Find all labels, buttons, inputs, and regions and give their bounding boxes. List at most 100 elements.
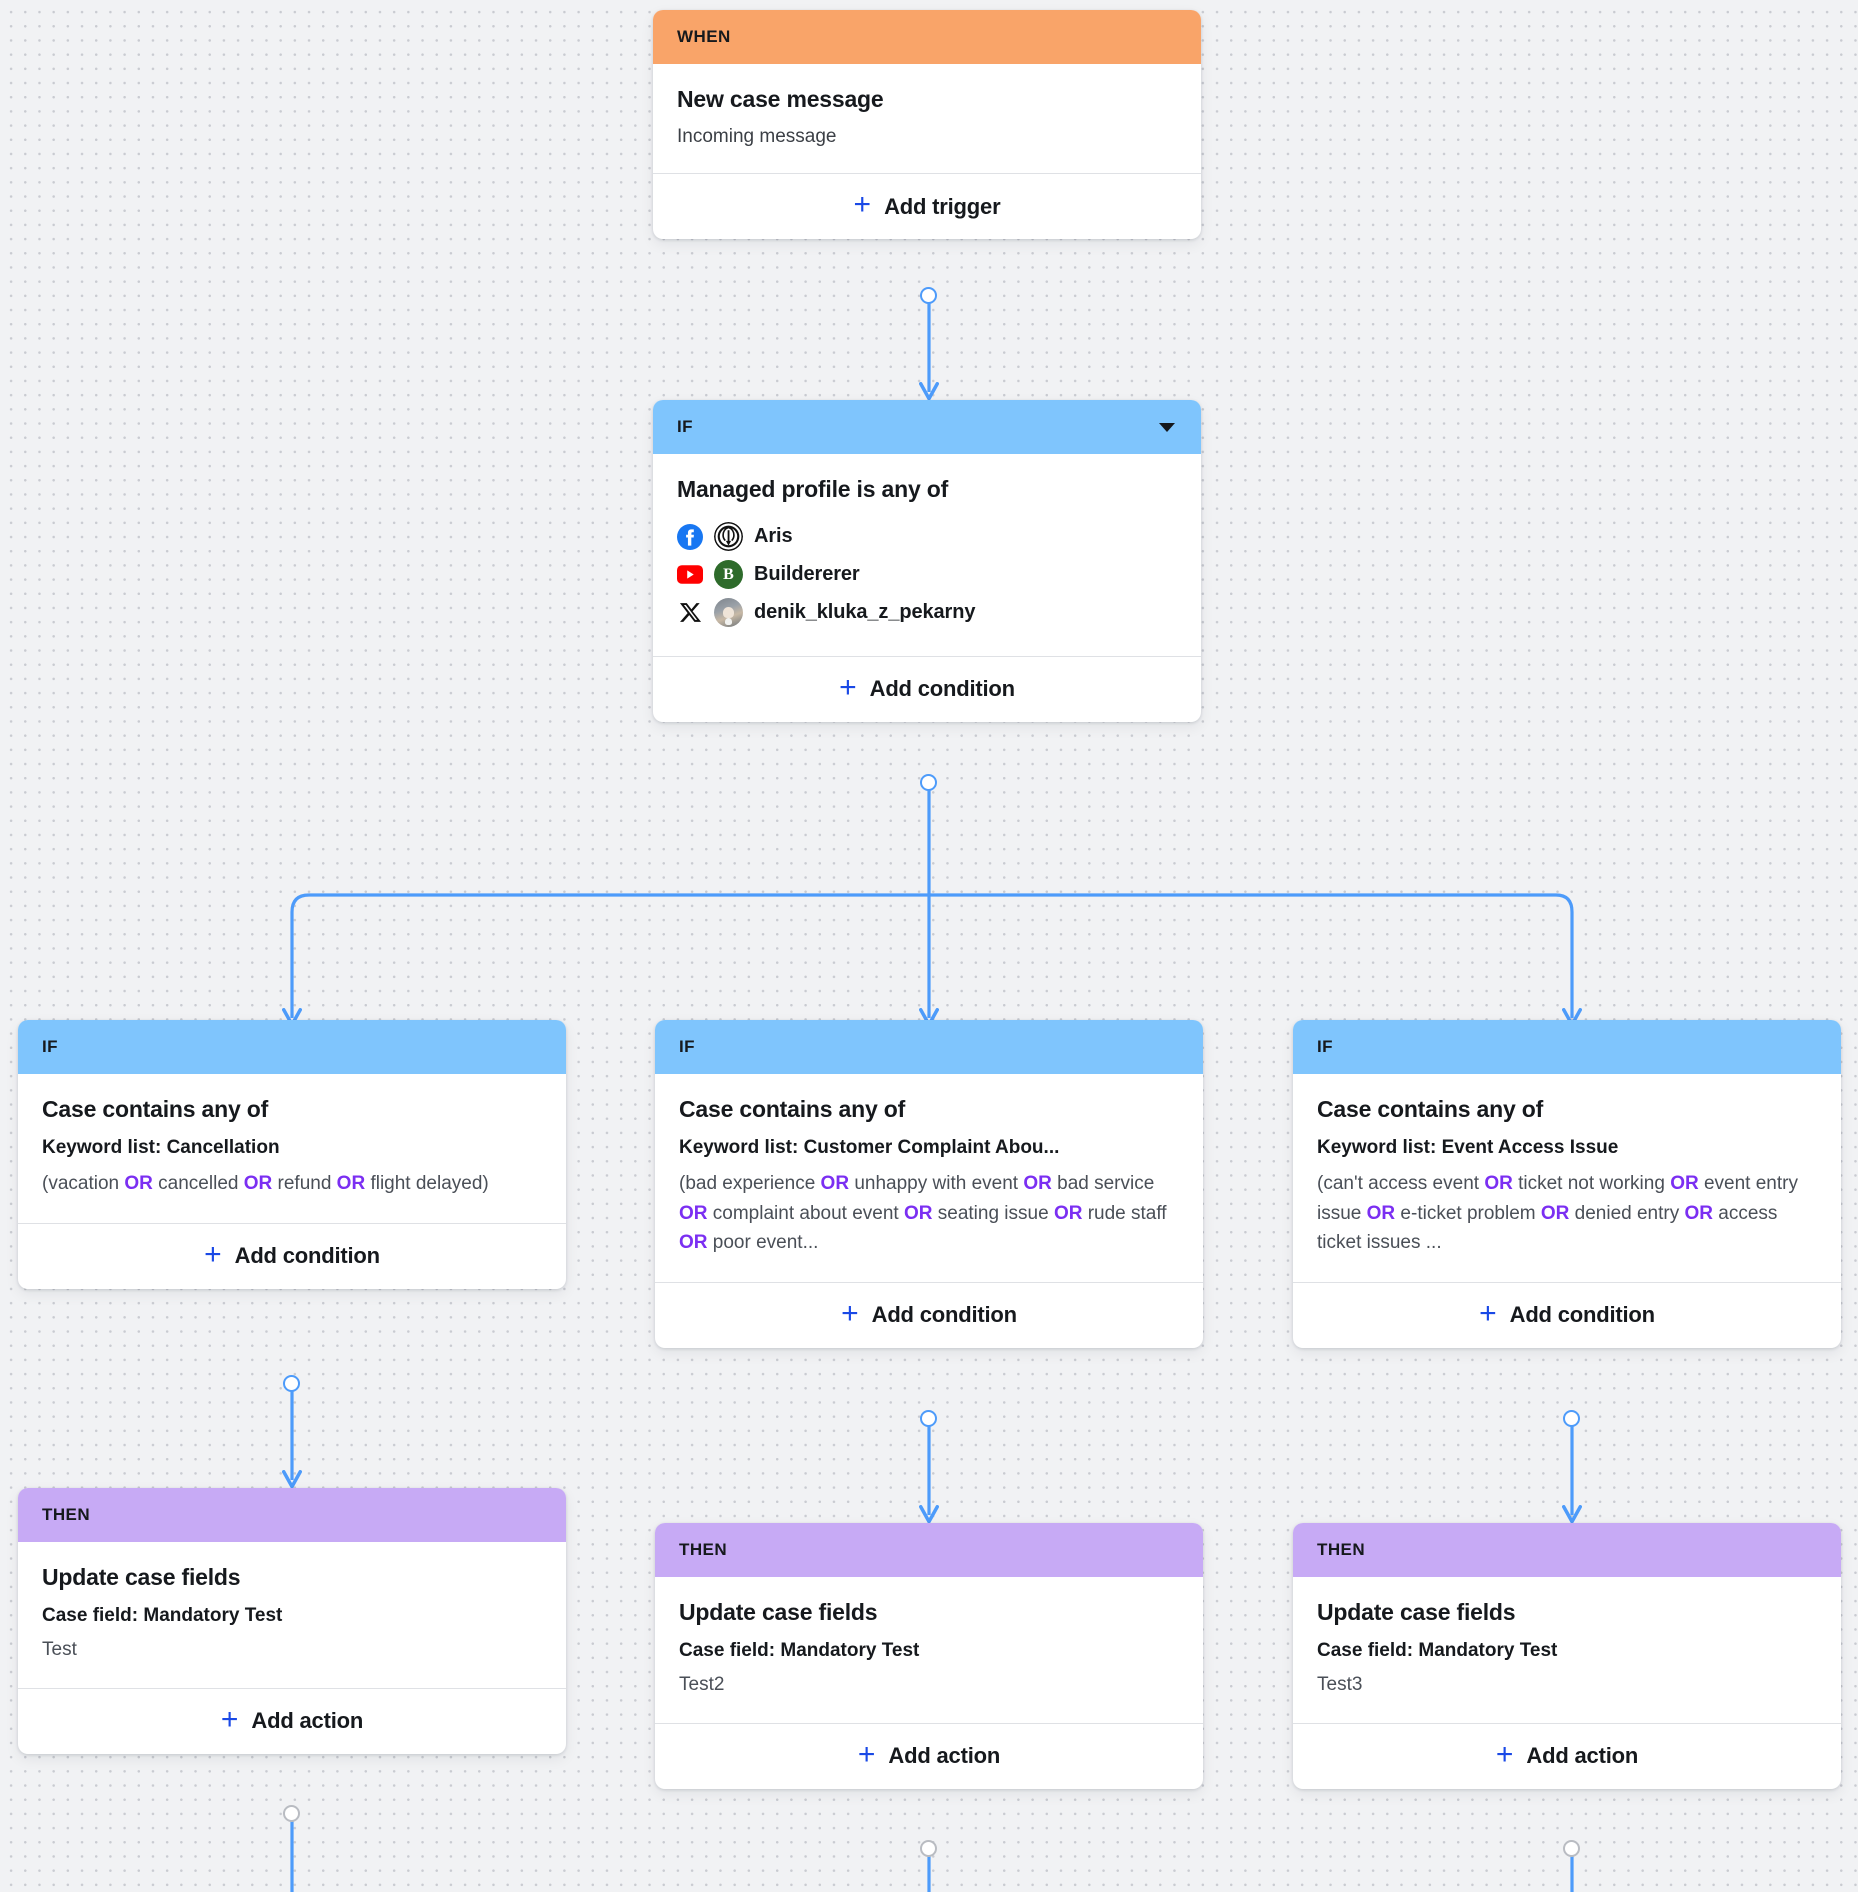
keyword-list-label: Keyword list: Customer Complaint Abou...: [679, 1136, 1060, 1158]
add-action-button[interactable]: + Add action: [655, 1722, 1203, 1789]
case-field-label: Case field: Mandatory Test: [1317, 1639, 1558, 1661]
add-action-label: Add action: [1526, 1743, 1639, 1769]
keyword-list-label: Keyword list: Event Access Issue: [1317, 1136, 1619, 1158]
branch-condition-output-connector[interactable]: [1563, 1410, 1580, 1427]
profile-name: Aris: [754, 525, 793, 548]
keyword-list-label: Keyword list: Cancellation: [42, 1136, 280, 1158]
branch-condition-output-connector[interactable]: [920, 1410, 937, 1427]
branch-action-card[interactable]: THEN Update case fields Case field: Mand…: [1293, 1523, 1841, 1789]
plus-icon: +: [853, 188, 872, 222]
keyword-expression: (bad experience OR unhappy with event OR…: [679, 1173, 1167, 1254]
photo-avatar: [714, 598, 743, 628]
branch-action-card[interactable]: THEN Update case fields Case field: Mand…: [655, 1523, 1203, 1789]
add-trigger-button[interactable]: + Add trigger: [653, 173, 1201, 239]
branch-action-header-label: THEN: [1317, 1540, 1366, 1559]
operator-or: OR: [679, 1232, 708, 1254]
branch-action-output-connector[interactable]: [920, 1840, 937, 1857]
branch-action-header: THEN: [1293, 1523, 1841, 1577]
trigger-output-connector[interactable]: [920, 287, 937, 304]
branch-condition-card[interactable]: IF Case contains any of Keyword list: Ca…: [18, 1020, 566, 1289]
branch-condition-card[interactable]: IF Case contains any of Keyword list: Ev…: [1293, 1020, 1841, 1348]
branch-action-header-label: THEN: [679, 1540, 728, 1559]
branch-action-title: Update case fields: [42, 1564, 241, 1590]
add-condition-button[interactable]: + Add condition: [653, 655, 1201, 722]
operator-or: OR: [1684, 1202, 1714, 1224]
branch-condition-card[interactable]: IF Case contains any of Keyword list: Cu…: [655, 1020, 1203, 1348]
add-condition-button[interactable]: + Add condition: [1293, 1281, 1841, 1348]
chevron-down-icon[interactable]: [1159, 422, 1175, 432]
plus-icon: +: [1495, 1737, 1514, 1771]
plus-icon: +: [204, 1237, 222, 1271]
operator-or: OR: [820, 1173, 850, 1195]
add-action-label: Add action: [888, 1743, 1001, 1769]
plus-icon: +: [857, 1737, 876, 1771]
branch-action-output-connector[interactable]: [1563, 1840, 1580, 1857]
avatar-letter: B: [723, 565, 734, 583]
plus-icon: +: [841, 1296, 859, 1330]
branch-action-header-label: THEN: [42, 1505, 91, 1524]
branch-action-header: THEN: [18, 1488, 566, 1542]
operator-or: OR: [1366, 1202, 1396, 1224]
add-condition-label: Add condition: [234, 1243, 380, 1269]
branch-condition-header[interactable]: IF: [655, 1020, 1203, 1074]
operator-or: OR: [1484, 1173, 1513, 1195]
case-field-value: Test: [42, 1639, 77, 1661]
letter-b-avatar: B: [714, 560, 743, 590]
branch-condition-header-label: IF: [42, 1037, 59, 1056]
branch-condition-body: Case contains any of Keyword list: Cance…: [18, 1074, 566, 1223]
trigger-title: New case message: [677, 86, 884, 112]
branch-condition-title: Case contains any of: [1317, 1096, 1544, 1122]
profile-row[interactable]: Aris: [677, 518, 1177, 556]
case-field-label: Case field: Mandatory Test: [42, 1604, 283, 1626]
trigger-subtitle: Incoming message: [677, 125, 837, 147]
root-condition-body: Managed profile is any of: [653, 454, 1201, 656]
branch-condition-title: Case contains any of: [679, 1096, 906, 1122]
case-field-label: Case field: Mandatory Test: [679, 1639, 920, 1661]
branch-action-body: Update case fields Case field: Mandatory…: [1293, 1577, 1841, 1723]
operator-or: OR: [243, 1173, 273, 1195]
case-field-value: Test2: [679, 1674, 725, 1696]
keyword-expression: (can't access event OR ticket not workin…: [1317, 1173, 1798, 1254]
root-condition-header-label: IF: [677, 417, 694, 436]
trigger-header-label: WHEN: [677, 27, 731, 46]
branch-condition-body: Case contains any of Keyword list: Event…: [1293, 1074, 1841, 1282]
branch-action-body: Update case fields Case field: Mandatory…: [18, 1542, 566, 1688]
add-condition-label: Add condition: [869, 676, 1015, 702]
branch-action-title: Update case fields: [1317, 1599, 1516, 1625]
operator-or: OR: [1670, 1173, 1699, 1195]
add-condition-button[interactable]: + Add condition: [655, 1281, 1203, 1348]
branch-action-card[interactable]: THEN Update case fields Case field: Mand…: [18, 1488, 566, 1754]
profile-row[interactable]: denik_kluka_z_pekarny: [677, 594, 1177, 632]
add-condition-label: Add condition: [1509, 1302, 1655, 1328]
add-condition-button[interactable]: + Add condition: [18, 1222, 566, 1289]
case-field-value: Test3: [1317, 1674, 1363, 1696]
branch-condition-body: Case contains any of Keyword list: Custo…: [655, 1074, 1203, 1282]
branch-condition-header[interactable]: IF: [18, 1020, 566, 1074]
branch-condition-header-label: IF: [1317, 1037, 1334, 1056]
operator-or: OR: [124, 1173, 153, 1195]
branch-action-output-connector[interactable]: [283, 1805, 300, 1822]
trigger-card-body: New case message Incoming message: [653, 64, 1201, 173]
branch-action-body: Update case fields Case field: Mandatory…: [655, 1577, 1203, 1723]
add-trigger-label: Add trigger: [884, 193, 1001, 219]
add-action-label: Add action: [251, 1708, 364, 1734]
operator-or: OR: [679, 1202, 708, 1224]
operator-or: OR: [1540, 1202, 1570, 1224]
facebook-icon: [677, 523, 703, 550]
branch-condition-header-label: IF: [679, 1037, 696, 1056]
root-condition-output-connector[interactable]: [920, 774, 937, 791]
branch-action-header: THEN: [655, 1523, 1203, 1577]
add-action-button[interactable]: + Add action: [18, 1687, 566, 1754]
operator-or: OR: [1053, 1202, 1083, 1224]
root-condition-card[interactable]: IF Managed profile is any of: [653, 400, 1201, 722]
operator-or: OR: [336, 1173, 366, 1195]
trigger-card[interactable]: WHEN New case message Incoming message +…: [653, 10, 1201, 240]
add-condition-label: Add condition: [871, 1302, 1017, 1328]
add-action-button[interactable]: + Add action: [1293, 1722, 1841, 1789]
root-condition-header[interactable]: IF: [653, 400, 1201, 454]
keyword-expression: (vacation OR cancelled OR refund OR flig…: [42, 1173, 489, 1195]
branch-condition-output-connector[interactable]: [283, 1375, 300, 1392]
branch-condition-header[interactable]: IF: [1293, 1020, 1841, 1074]
profile-row[interactable]: B Buildererer: [677, 556, 1177, 594]
